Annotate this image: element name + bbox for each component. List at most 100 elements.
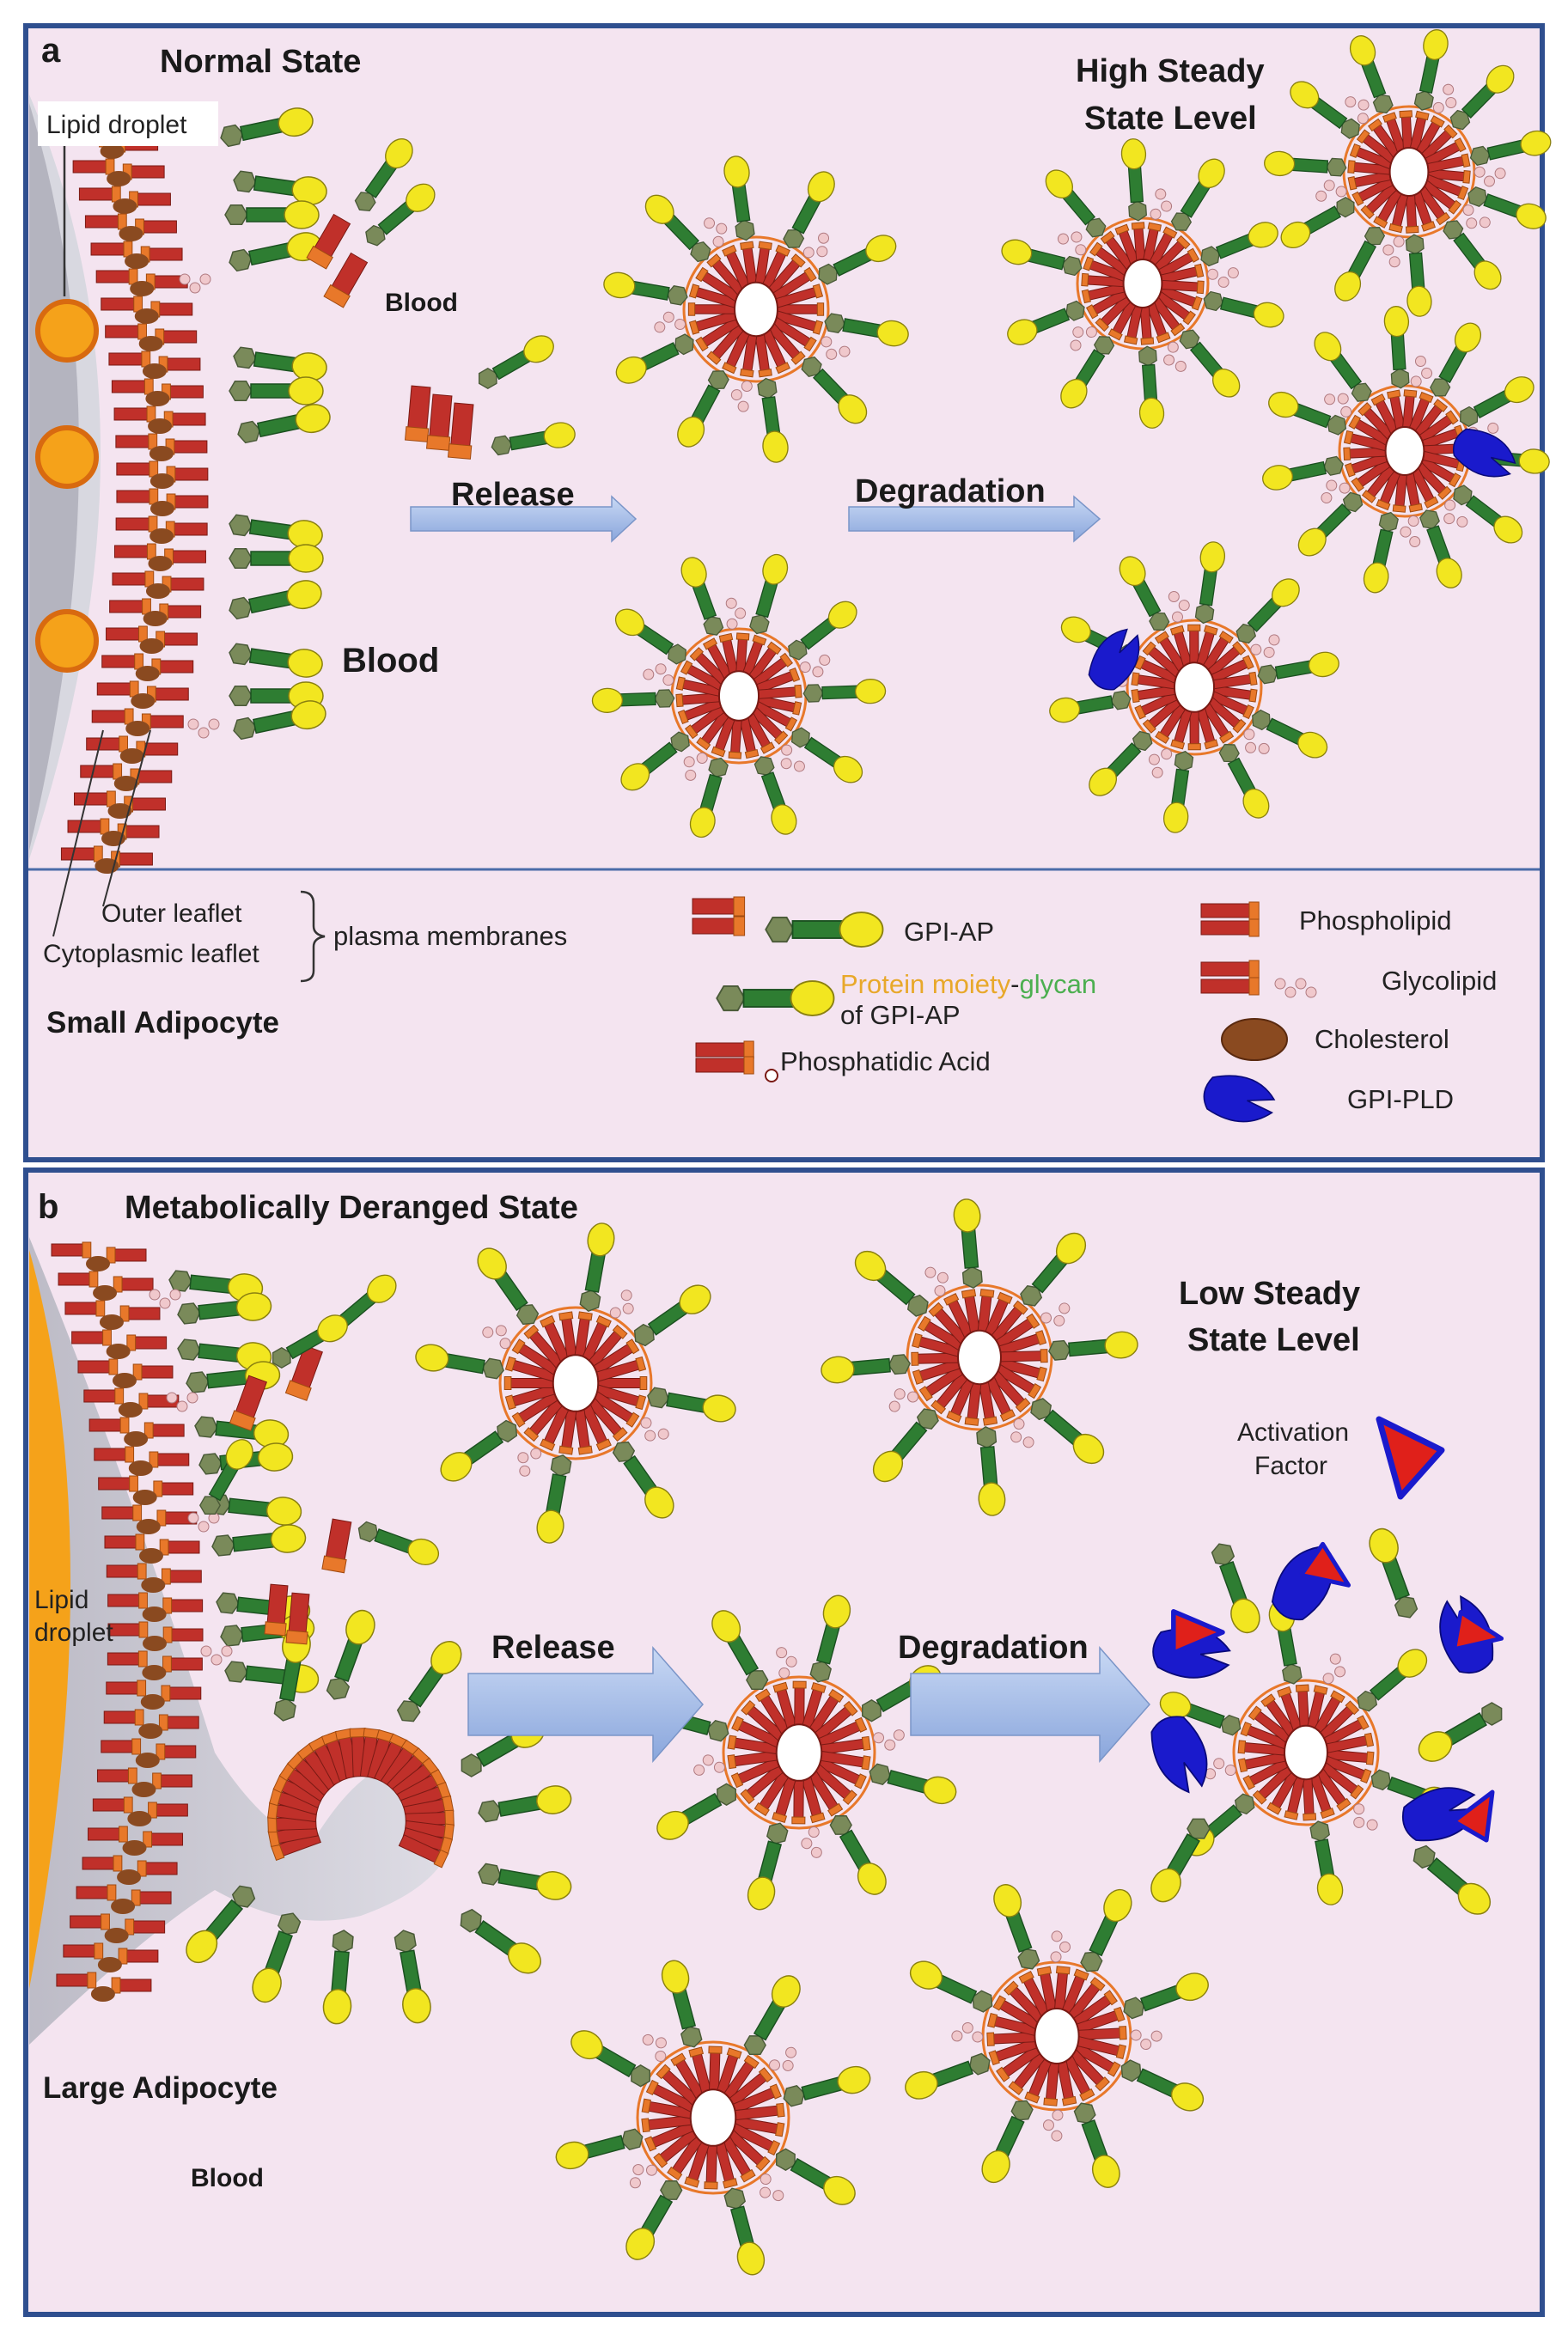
phospholipid-head — [744, 748, 760, 759]
phospholipid-head — [803, 336, 817, 352]
glycolipid-beads — [801, 1826, 822, 1858]
phospholipid — [67, 818, 110, 835]
phospholipid — [143, 1422, 185, 1439]
phospholipid-tail — [91, 710, 127, 723]
phospholipid — [56, 1972, 97, 1989]
phospholipid-head — [540, 1314, 556, 1328]
phospholipid — [165, 521, 208, 538]
phospholipid — [111, 1977, 152, 1994]
glycolipid-beads — [924, 1266, 949, 1296]
phospholipid-head — [758, 241, 772, 251]
phospholipid-head — [1266, 1802, 1282, 1815]
phospholipid — [1200, 901, 1260, 920]
gpi-anchor — [753, 756, 775, 776]
cholesterol — [141, 1577, 166, 1593]
phospholipid-head — [1437, 485, 1452, 500]
cholesterol — [100, 143, 125, 159]
protein-moiety — [1308, 651, 1339, 678]
phospholipid — [1160, 263, 1205, 284]
glycolipid-beads — [1473, 166, 1506, 187]
phospholipid-head — [1103, 1990, 1118, 2006]
gpi-anchor — [869, 1763, 891, 1785]
gpi-anchor — [1020, 1284, 1043, 1307]
protein-moiety — [1253, 302, 1284, 328]
protein-moiety — [385, 138, 413, 169]
protein-moiety — [736, 2241, 766, 2276]
gpi-micelles-b — [415, 1198, 1453, 2276]
gpi-anchor — [1218, 743, 1240, 763]
phospholipid-head — [1015, 1398, 1031, 1413]
degradation-label-b: Degradation — [898, 1630, 1089, 1666]
protein-moiety — [1473, 260, 1502, 290]
phospholipid — [76, 1884, 117, 1901]
phospholipid-head — [675, 693, 684, 708]
phospholipid-head — [644, 2136, 657, 2152]
phospholipid — [1170, 704, 1194, 750]
glycolipid-beads — [1382, 235, 1405, 268]
gpi-ap — [1123, 1972, 1209, 2020]
phospholipid — [591, 1338, 640, 1376]
phospholipid-head — [731, 1716, 744, 1732]
gpi-ap — [1268, 391, 1347, 436]
gpi-anchor — [1010, 2100, 1034, 2121]
phospholipid-head — [106, 1247, 116, 1264]
phospholipid-head — [1252, 1789, 1267, 1805]
gpi-ap — [1349, 35, 1394, 114]
activation-label-line2: Factor — [1254, 1452, 1327, 1480]
phospholipid-tail — [162, 1745, 197, 1759]
gpi-ap — [644, 194, 711, 263]
gpi-anchor — [1120, 2059, 1142, 2082]
gpi-anchor — [783, 229, 805, 248]
phospholipid — [1072, 2042, 1121, 2077]
phospholipid-tail — [51, 1243, 85, 1257]
phospholipid — [1200, 977, 1260, 996]
phospholipid-head — [1156, 332, 1171, 344]
gpi-ap — [1460, 376, 1534, 428]
gpi-ap — [788, 601, 857, 661]
phospholipid-head — [752, 634, 767, 646]
glycan-bead — [1071, 231, 1083, 243]
glycan-bead — [210, 1654, 223, 1666]
protein-moiety — [1049, 697, 1081, 723]
phospholipid-tail — [141, 220, 177, 234]
glycan-bead — [1445, 97, 1457, 109]
gpi-ap — [993, 1884, 1040, 1970]
glycan-bead — [972, 2031, 984, 2043]
glycan-bead — [776, 1647, 788, 1659]
glycan-bead — [1130, 2029, 1142, 2041]
protein-moiety — [440, 1452, 473, 1482]
phospholipid-head — [677, 709, 689, 725]
phospholipid — [1326, 1749, 1375, 1765]
phospholipid-tail — [106, 1564, 140, 1578]
phospholipid — [670, 2052, 706, 2101]
phospholipid-head — [1403, 389, 1418, 398]
phospholipid-head — [1248, 918, 1260, 937]
phospholipid-tail — [148, 715, 184, 729]
protein-moiety — [407, 1538, 440, 1566]
phospholipid — [115, 515, 158, 533]
glycolipid-beads — [1443, 499, 1468, 527]
phospholipid-head — [1240, 1721, 1252, 1737]
glycan-bead — [685, 769, 697, 781]
gpi-ap — [625, 2180, 683, 2260]
gpi-ap — [1262, 455, 1344, 491]
phospholipid-head — [540, 1438, 556, 1452]
glycan-bead — [826, 348, 838, 360]
phospholipid-head — [687, 302, 696, 316]
phospholipid-head — [162, 1597, 173, 1614]
phospholipid-head — [769, 2083, 782, 2100]
gpi-ap — [1252, 709, 1328, 759]
lipid-droplet-2 — [35, 425, 99, 489]
gpi-ap — [233, 346, 327, 381]
gpi-anchor — [802, 684, 824, 703]
gpi-ap — [186, 1885, 256, 1964]
protein-moiety — [402, 1988, 431, 2024]
glycan-bead — [1268, 634, 1280, 646]
phospholipid — [1306, 1685, 1328, 1734]
glycan-bead — [810, 1846, 822, 1858]
cholesterol — [113, 198, 137, 214]
protein-moiety — [317, 1314, 348, 1343]
glycan-bead — [951, 2030, 963, 2042]
cholesterol — [90, 1986, 115, 2002]
glycan-bead — [769, 2059, 781, 2071]
